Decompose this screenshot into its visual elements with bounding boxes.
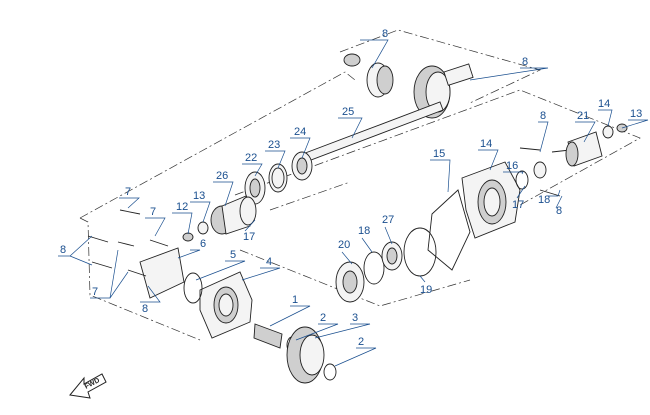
callout-8-right-top: 8 — [540, 110, 546, 122]
callout-12-left: 12 — [176, 201, 188, 213]
callout-2-upper: 2 — [320, 312, 326, 324]
callout-17-right: 18 — [538, 194, 550, 206]
part-19-o-ring — [403, 227, 437, 277]
callout-8-right-bottom: 8 — [556, 205, 562, 217]
callout-16: 16 — [506, 160, 518, 172]
callout-24: 24 — [294, 126, 306, 138]
part-18-ring — [363, 251, 385, 285]
part-11-pinion-gear — [343, 53, 394, 98]
callout-13-right: 14 — [598, 98, 610, 110]
callout-22: 22 — [245, 152, 257, 164]
part-6-bracket — [139, 247, 185, 299]
part-17-ring-right — [533, 161, 547, 179]
part-3-spur-gear — [286, 326, 325, 384]
callout-11: 8 — [382, 28, 388, 40]
callout-25: 25 — [342, 106, 354, 118]
callout-4: 4 — [266, 256, 272, 268]
part-25-drive-shaft — [299, 101, 444, 164]
bolt-parts — [87, 147, 571, 277]
part-21-yoke — [565, 131, 603, 167]
callout-6: 6 — [200, 238, 206, 250]
part-26-yoke — [210, 195, 257, 235]
part-14-rear-housing — [461, 161, 521, 239]
callout-7-bottom: 7 — [92, 286, 98, 298]
callout-8-top: 7 — [125, 186, 131, 198]
callout-9: 8 — [142, 303, 148, 315]
part-20-bearing — [335, 261, 365, 303]
part-23-ring — [268, 163, 288, 193]
callout-14: 14 — [480, 138, 492, 150]
part-2-ring-lower — [323, 363, 337, 381]
callout-17-left: 17 — [243, 231, 255, 243]
part-5-gasket — [183, 272, 203, 304]
callout-17-mid: 17 — [512, 199, 524, 211]
part-12-nut-right — [616, 123, 628, 133]
part-16-seal — [515, 170, 529, 190]
callout-labels: 8 8 25 24 23 22 26 13 12 17 7 7 6 5 4 8 … — [60, 28, 642, 348]
callout-1: 1 — [292, 294, 298, 306]
part-13-washer-right — [602, 125, 614, 139]
callout-20: 20 — [338, 239, 350, 251]
callout-12-right: 13 — [630, 108, 642, 120]
callout-10: 8 — [522, 56, 528, 68]
part-12-nut-left — [182, 232, 194, 242]
callout-21: 21 — [577, 110, 589, 122]
part-13-washer-left — [197, 221, 209, 235]
callout-5: 5 — [230, 249, 236, 261]
callout-26: 26 — [216, 170, 228, 182]
callout-2-lower: 2 — [358, 336, 364, 348]
callout-8-left: 8 — [60, 244, 66, 256]
part-27-bearing — [381, 241, 403, 271]
part-15-gasket — [427, 189, 471, 271]
part-1-pinion-shaft — [253, 323, 283, 349]
callout-18: 18 — [358, 225, 370, 237]
part-24-bearing — [291, 151, 313, 181]
callout-27: 27 — [382, 214, 394, 226]
callout-19: 19 — [420, 284, 432, 296]
callout-15: 15 — [433, 148, 445, 160]
callout-13-left: 13 — [193, 190, 205, 202]
phantom-frames — [79, 29, 641, 341]
leader-lines — [58, 39, 649, 367]
fwd-arrow: FWD — [69, 373, 107, 399]
callout-7-top: 7 — [150, 206, 156, 218]
part-4-housing — [199, 271, 253, 339]
callout-3: 3 — [352, 312, 358, 324]
callout-23: 23 — [268, 139, 280, 151]
